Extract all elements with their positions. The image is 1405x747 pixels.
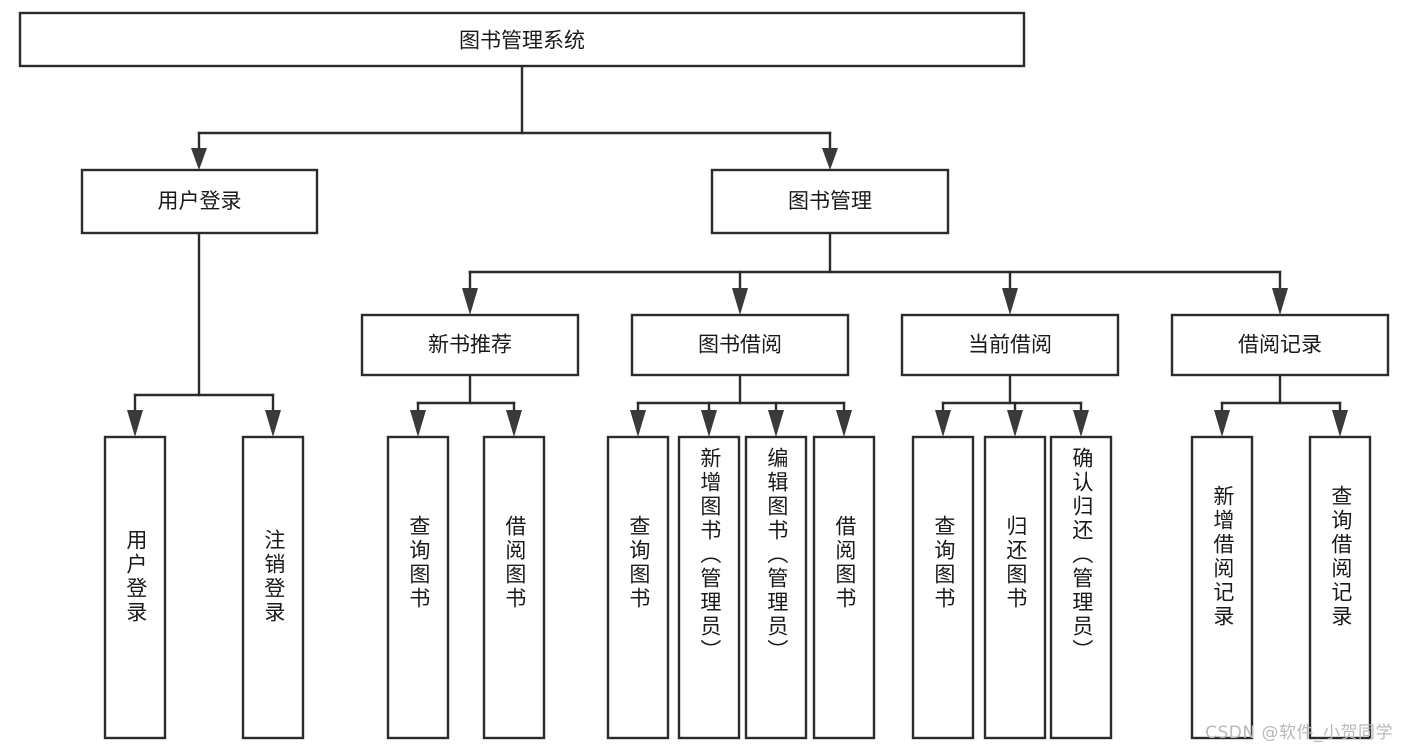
leaf-box-query-borrow-record[interactable] bbox=[1308, 435, 1372, 740]
arrow-head-icon bbox=[732, 288, 748, 315]
node-user-login-label: 用户登录 bbox=[158, 189, 242, 213]
leaf-box-group bbox=[103, 435, 1372, 740]
arrow-head-icon bbox=[410, 410, 426, 437]
node-borrow-record[interactable]: 借阅记录 bbox=[1170, 313, 1390, 377]
node-current-borrow[interactable]: 当前借阅 bbox=[900, 313, 1120, 377]
node-book-borrow-box[interactable] bbox=[630, 313, 850, 377]
node-current-borrow-box[interactable] bbox=[900, 313, 1120, 377]
node-root-label: 图书管理系统 bbox=[459, 29, 585, 53]
arrow-head-icon bbox=[506, 410, 522, 437]
leaf-box-borrow-book-2[interactable] bbox=[812, 435, 876, 740]
connector-group-book-mgmt bbox=[462, 231, 1288, 315]
node-book-management-box[interactable] bbox=[710, 168, 950, 235]
arrow-head-icon bbox=[1214, 410, 1230, 437]
connector-group-root bbox=[191, 64, 838, 170]
leaf-box-add-book-admin[interactable] bbox=[677, 435, 741, 740]
arrow-head-icon bbox=[1073, 410, 1089, 437]
arrow-head-icon bbox=[701, 410, 717, 437]
arrow-head-icon bbox=[127, 410, 143, 437]
connector-group-book-borrow bbox=[630, 373, 852, 437]
node-root[interactable]: 图书管理系统 bbox=[18, 11, 1026, 68]
node-new-book-recommend-label: 新书推荐 bbox=[428, 333, 512, 357]
leaf-box-edit-book-admin[interactable] bbox=[744, 435, 808, 740]
connector-group-borrow-record bbox=[1214, 373, 1348, 437]
node-current-borrow-label: 当前借阅 bbox=[968, 333, 1052, 357]
arrow-head-icon bbox=[1272, 288, 1288, 315]
connector-group-current-borrow bbox=[935, 373, 1089, 437]
arrow-head-icon bbox=[1007, 410, 1023, 437]
node-user-login[interactable]: 用户登录 bbox=[80, 168, 319, 235]
arrow-head-icon bbox=[822, 148, 838, 170]
node-borrow-record-label: 借阅记录 bbox=[1238, 333, 1322, 357]
arrow-head-icon bbox=[1332, 410, 1348, 437]
arrow-head-icon bbox=[462, 288, 478, 315]
node-book-borrow[interactable]: 图书借阅 bbox=[630, 313, 850, 377]
leaf-box-add-borrow-record[interactable] bbox=[1190, 435, 1254, 740]
node-new-book-recommend-box[interactable] bbox=[360, 313, 580, 377]
node-book-borrow-label: 图书借阅 bbox=[698, 333, 782, 357]
leaf-box-user-login[interactable] bbox=[103, 435, 167, 740]
arrow-head-icon bbox=[768, 410, 784, 437]
node-book-management-label: 图书管理 bbox=[788, 189, 872, 213]
node-root-box[interactable] bbox=[18, 11, 1026, 68]
node-book-management[interactable]: 图书管理 bbox=[710, 168, 950, 235]
node-user-login-box[interactable] bbox=[80, 168, 319, 235]
arrow-head-icon bbox=[630, 410, 646, 437]
leaf-box-return-book[interactable] bbox=[983, 435, 1047, 740]
leaf-box-query-book-3[interactable] bbox=[911, 435, 975, 740]
connector-group-user-login bbox=[127, 231, 281, 437]
arrow-head-icon bbox=[191, 148, 207, 170]
arrow-head-icon bbox=[1002, 288, 1018, 315]
arrow-head-icon bbox=[935, 410, 951, 437]
arrow-head-icon bbox=[265, 410, 281, 437]
node-borrow-record-box[interactable] bbox=[1170, 313, 1390, 377]
leaf-box-logout-login[interactable] bbox=[241, 435, 305, 740]
leaf-box-borrow-book-1[interactable] bbox=[482, 435, 546, 740]
leaf-box-query-book-1[interactable] bbox=[386, 435, 450, 740]
leaf-box-confirm-return-admin[interactable] bbox=[1049, 435, 1113, 740]
csdn-watermark: CSDN @软件_小贺同学 bbox=[1205, 723, 1393, 743]
leaf-box-query-book-2[interactable] bbox=[606, 435, 670, 740]
connector-group-new-book bbox=[410, 373, 522, 437]
node-new-book-recommend[interactable]: 新书推荐 bbox=[360, 313, 580, 377]
arrow-head-icon bbox=[836, 410, 852, 437]
